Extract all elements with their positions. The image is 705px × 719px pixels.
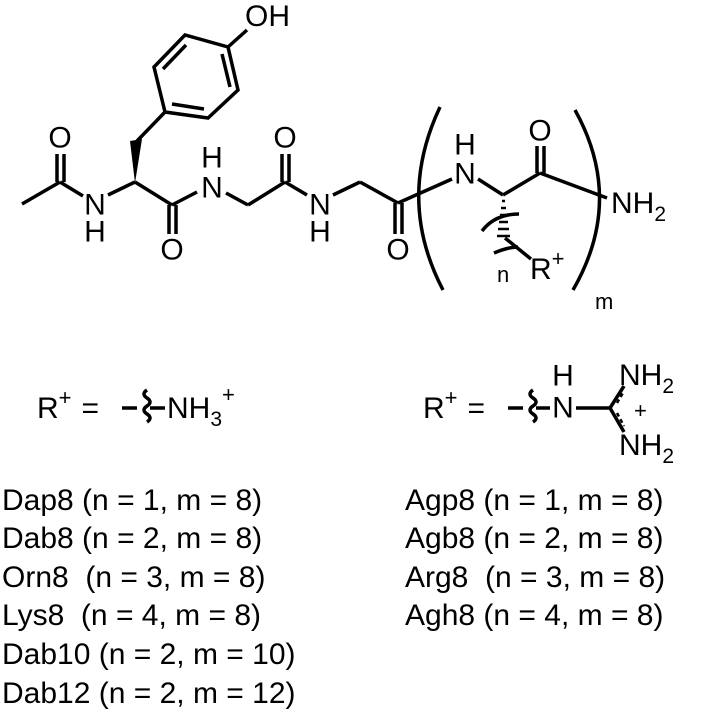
bond-c-n1 [59,180,84,198]
index-m: m [595,289,613,314]
chain-bracket-top [480,212,520,233]
compound-entry: Lys8 (n = 4, m = 8) [2,599,261,632]
atom-h1: H [84,216,106,249]
r-amine-group: NH3+ [167,382,235,431]
atom-guan-nh2-bottom: NH2 [619,429,674,468]
wavy-bond-icon [528,388,538,424]
atom-n2: N [201,172,223,205]
bond-co-n3 [284,180,308,197]
atom-o-tyr: O [160,234,183,267]
ring-double-2 [220,53,232,88]
wedge-bond [130,139,142,183]
bond-c-nh2-top [608,385,626,409]
bond-co-nh2 [539,171,608,200]
compound-entry: Dap8 (n = 1, m = 8) [2,484,262,517]
atom-h2: H [201,142,223,175]
bond-calpha-co-2 [502,171,541,197]
bond-c-nh2-bottom [608,407,626,433]
atom-guan-h: H [552,360,574,393]
bond-ch2-co-2 [359,180,399,205]
r-guan-lhs: R+= [423,385,485,425]
atom-h3: H [309,216,331,249]
chain-bracket-bottom [493,245,519,255]
bond-co-n2 [171,190,198,207]
bonds [21,28,608,291]
bond-methyl [21,180,61,206]
atom-nh2-terminal: NH2 [611,187,666,226]
atom-n3: N [309,189,331,222]
bond-calpha-co [134,180,173,207]
ring-double-3 [171,102,205,111]
bond-n1-calpha [107,180,136,197]
compound-entry: Dab10 (n = 2, m = 10) [2,638,296,671]
atom-o-gly2: O [386,234,409,267]
atom-o-gly1: O [273,122,296,155]
bond-ch2-co [247,180,286,207]
index-n: n [497,262,509,287]
atom-n1: N [84,189,106,222]
guan-charge: + [634,398,647,423]
atom-o-repeat: O [528,115,551,148]
bond-n4-calpha [477,177,504,197]
r-definition-guanidinium: R+= N H + NH2 NH2 [423,359,674,468]
ring-double-1 [161,43,188,71]
atom-guan-n: N [552,392,574,425]
delocalized-bond-bottom [615,412,626,427]
r-definition-amine: R+= NH3+ [37,382,235,431]
compound-entry: Agh8 (n = 4, m = 8) [405,599,664,632]
compound-entry: Orn8 (n = 3, m = 8) [2,561,265,594]
bond-n2-ch2 [225,191,249,207]
compound-entry: Dab8 (n = 2, m = 8) [2,522,262,555]
compound-entry: Dab12 (n = 2, m = 12) [2,677,296,710]
atom-labels: O N H OH O N H O N H O N H O NH2 R+ n m [48,0,666,314]
repeat-paren-left [417,106,445,291]
atom-r-group: R+ [530,246,565,286]
benzene-ring [152,33,240,120]
bond-co-n4 [397,177,453,205]
atom-o-acetyl: O [48,122,71,155]
compound-list-guanidinium: Agp8 (n = 1, m = 8) Agb8 (n = 2, m = 8) … [405,484,665,632]
atom-h4: H [454,129,476,162]
bond-ring-oh [226,28,249,49]
compound-entry: Arg8 (n = 3, m = 8) [405,561,665,594]
r-amine-lhs: R+= [37,385,99,425]
delocalized-bond-top [615,390,626,404]
compound-entry: Agb8 (n = 2, m = 8) [405,522,664,555]
compound-list-amine: Dap8 (n = 1, m = 8) Dab8 (n = 2, m = 8) … [2,484,296,710]
atom-oh: OH [245,0,290,33]
bond-ch2-ring [135,110,167,143]
repeat-paren-right [571,109,602,291]
atom-n4: N [454,158,476,191]
compound-entry: Agp8 (n = 1, m = 8) [405,484,664,517]
atom-guan-nh2-top: NH2 [619,359,674,398]
wavy-bond-icon [142,388,152,424]
bond-n3-ch2 [332,180,361,197]
